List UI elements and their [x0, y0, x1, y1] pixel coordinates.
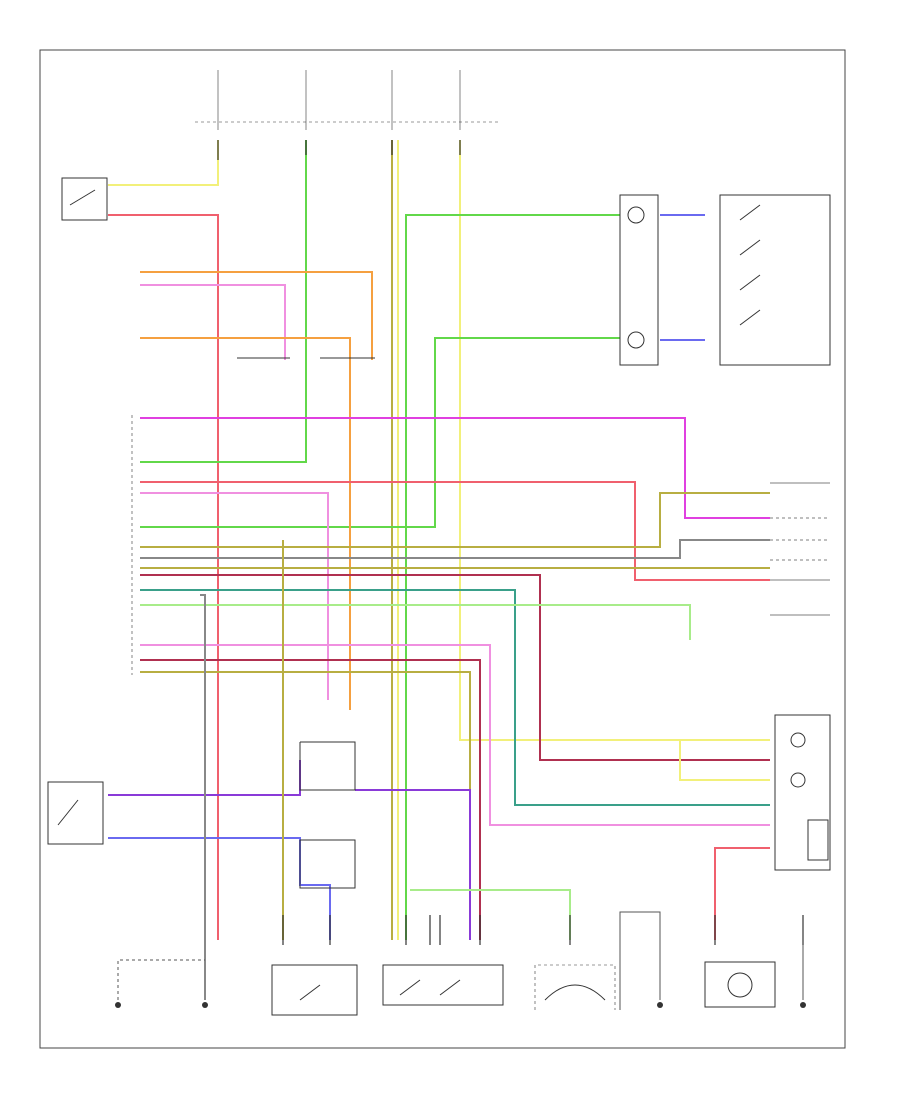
wire-red-stoplight — [108, 214, 219, 940]
wire-pink-2 — [140, 492, 329, 700]
stereo-switch-box — [719, 194, 831, 366]
wire-yellow-fuse4 — [459, 140, 770, 741]
wire-green-brake-lamp2 — [140, 337, 620, 528]
wire-darkred-2 — [140, 659, 481, 940]
transmission-switch — [382, 964, 504, 1006]
diagram-frame — [39, 49, 846, 1049]
right-connector-lines — [770, 482, 830, 616]
clutch-switch — [47, 781, 104, 845]
wire-purple-2 — [355, 789, 471, 940]
ground-throttle — [657, 1002, 663, 1008]
cruise-control-module — [299, 741, 356, 889]
wire-red-2 — [140, 481, 770, 581]
wire-yellow-stoplight — [108, 140, 219, 186]
wire-orange-2 — [140, 337, 351, 710]
wires — [108, 140, 770, 1000]
wire-orange-1 — [140, 271, 373, 360]
ground-mid — [202, 1002, 208, 1008]
speed-sensor — [704, 961, 776, 1008]
bottom-drops — [117, 911, 804, 1010]
ground-left — [115, 1002, 121, 1008]
wire-pink-3 — [140, 644, 770, 826]
wire-magenta-1 — [140, 417, 770, 519]
wire-green-fuse2 — [140, 140, 307, 463]
wire-lightgreen-2 — [410, 889, 571, 940]
throttle-actuator — [534, 964, 616, 1010]
wire-olive-2 — [140, 492, 770, 548]
fuse-header — [195, 70, 500, 130]
wire-gray-1 — [140, 539, 770, 559]
brake-lamp-block — [619, 194, 659, 366]
brake-pedal-switch — [271, 964, 358, 1016]
terminal-marks — [217, 140, 804, 945]
combination-switch — [774, 714, 831, 871]
stoplight-switch — [61, 177, 108, 221]
wire-olive-4 — [140, 671, 471, 940]
wire-yellow-2 — [679, 740, 770, 781]
wire-teal-1 — [140, 589, 770, 806]
wire-darkred-1 — [140, 574, 770, 761]
wire-green-brake-lamp — [405, 214, 620, 940]
ground-right — [800, 1002, 806, 1008]
wire-pink-1 — [140, 284, 286, 360]
wire-gray-2 — [200, 594, 206, 1000]
wire-lightgreen-1 — [140, 604, 691, 640]
wire-red-3 — [714, 847, 770, 940]
